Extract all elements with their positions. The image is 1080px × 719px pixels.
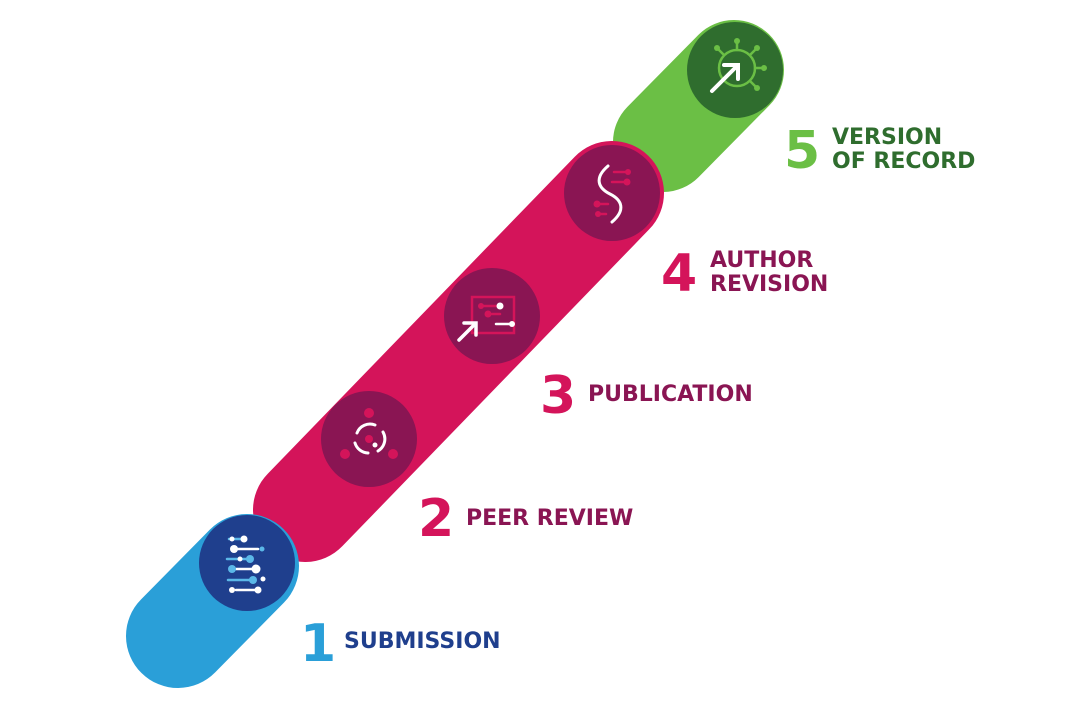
step-number: 4 <box>661 244 697 304</box>
dna-strand-icon <box>593 164 631 224</box>
step-number: 2 <box>418 489 454 549</box>
step-2-label: 2 PEER REVIEW <box>418 489 633 549</box>
step-3-label: 3 PUBLICATION <box>540 366 753 426</box>
review-cycle-icon <box>340 408 398 459</box>
step-label-line: SUBMISSION <box>344 629 501 654</box>
author-revision-circle <box>564 145 660 241</box>
step-number: 5 <box>784 121 820 181</box>
step-2-node <box>321 391 417 487</box>
virus-arrow-icon <box>710 38 767 93</box>
step-label-line: OF RECORD <box>832 149 975 174</box>
publication-circle <box>444 268 540 364</box>
step-label-line: VERSION <box>832 125 942 150</box>
step-5-label: 5 VERSION OF RECORD <box>784 121 975 181</box>
step-1-label: 1 SUBMISSION <box>300 614 501 674</box>
submission-circle <box>199 515 295 611</box>
step-label-line: PUBLICATION <box>588 382 753 407</box>
step-number: 1 <box>300 614 336 674</box>
step-4-label: 4 AUTHOR REVISION <box>661 244 828 304</box>
step-label-line: AUTHOR <box>710 248 813 273</box>
step-label-line: REVISION <box>710 272 828 297</box>
step-4-node <box>564 145 660 241</box>
step-3-node <box>444 268 540 364</box>
step-number: 3 <box>540 366 576 426</box>
step-5-node <box>687 22 783 118</box>
molecule-key-icon <box>225 535 266 594</box>
step-label-line: PEER REVIEW <box>466 506 633 531</box>
publication-arrow-icon <box>457 295 516 342</box>
step-1-node <box>199 515 295 611</box>
